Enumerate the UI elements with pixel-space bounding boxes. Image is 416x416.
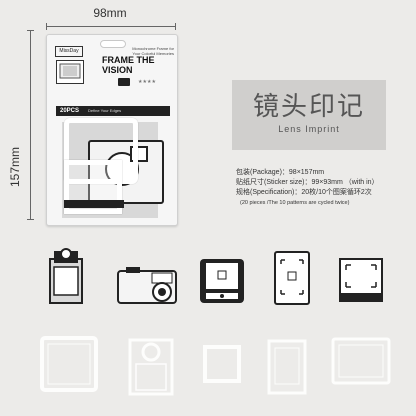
- spec-specification: 规格(Specification)：20枚/10个图案循环2次: [236, 189, 372, 196]
- spec-sticker-size: 贴纸尺寸(Sticker size)：99×93mm （with in）: [236, 179, 379, 186]
- product-title-cn: 镜头印记: [252, 92, 365, 122]
- package-headline: FRAME THE VISION: [102, 55, 155, 75]
- focus-frame-icon: [339, 258, 383, 302]
- white-instant-camera-icon: [128, 338, 174, 396]
- package-slogan: Define Your Edges: [88, 108, 122, 113]
- height-dimension-line: [27, 30, 34, 220]
- height-dimension-label: 157mm: [8, 147, 22, 188]
- package-camera-icon: [56, 60, 84, 84]
- package-bar: [56, 106, 170, 116]
- viewfinder-frame-icon: [200, 259, 244, 303]
- hang-hole: [100, 40, 126, 48]
- package-tagline: Monochrome Frame for Your Colorful Memor…: [132, 46, 174, 56]
- white-screen-frame-icon: [331, 337, 391, 385]
- white-square-frame-icon: [203, 345, 241, 383]
- piece-count: 20PCS: [60, 108, 80, 114]
- mini-camera-icon: [118, 78, 130, 86]
- brand-logo: MissDay: [55, 46, 83, 57]
- width-dimension-line: [46, 23, 176, 30]
- spec-package: 包装(Package)：98×157mm: [236, 169, 325, 176]
- black-strip-sticker: [64, 200, 124, 208]
- dslr-camera-icon: [117, 267, 177, 304]
- white-frame-sticker: [64, 118, 138, 184]
- spec-note: (20 pieces /The 10 patterns are cycled t…: [240, 200, 350, 206]
- rating-stars: ★★★★: [138, 79, 156, 85]
- white-frame-icon: [40, 336, 98, 392]
- white-phone-frame-icon: [267, 339, 307, 395]
- width-dimension-label: 98mm: [93, 6, 127, 20]
- product-title-en: Lens Imprint: [278, 124, 340, 134]
- title-panel: [232, 80, 386, 150]
- instant-camera-icon: [49, 248, 83, 304]
- phone-frame-icon: [274, 251, 310, 305]
